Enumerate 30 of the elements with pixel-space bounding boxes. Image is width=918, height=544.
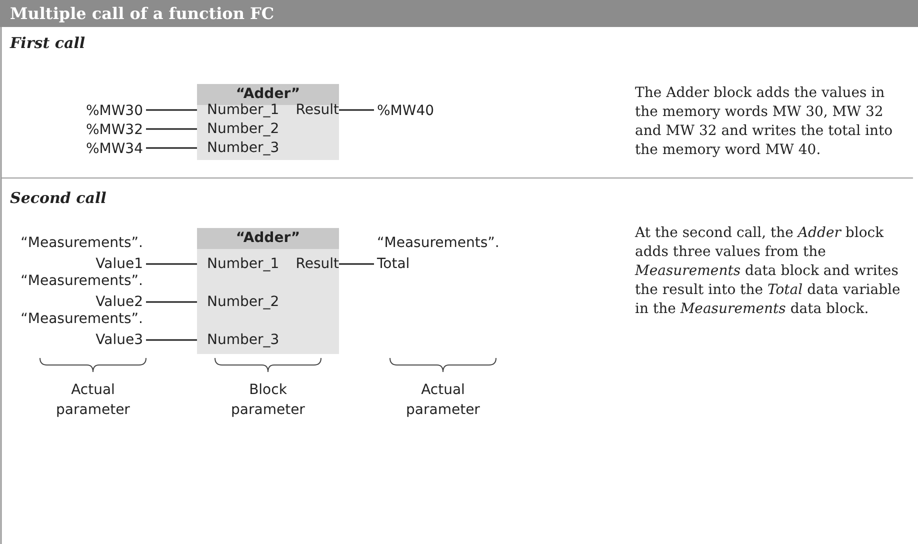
- connector-line: [146, 128, 197, 130]
- function-block: [197, 84, 339, 160]
- connector-line: [339, 109, 374, 111]
- actual-parameter: %MW32: [60, 120, 143, 141]
- connector-line: [146, 301, 197, 303]
- connector-line: [146, 109, 197, 111]
- connector-line: [146, 263, 197, 265]
- function-block: [197, 228, 339, 354]
- actual-parameter: %MW34: [60, 139, 143, 160]
- block-name: “Adder”: [197, 228, 339, 249]
- connector-line: [146, 339, 197, 341]
- connector-line: [146, 147, 197, 149]
- bracket-caption: Actual parameter: [55, 381, 131, 420]
- block-parameter: Number_2: [207, 293, 280, 311]
- section-heading: First call: [10, 34, 86, 53]
- actual-parameter: %MW30: [60, 101, 143, 122]
- block-parameter: Result: [296, 255, 339, 273]
- block-parameter: Number_2: [207, 120, 280, 138]
- bracket-caption: Block parameter: [230, 381, 306, 420]
- actual-parameter: “Measurements”. Total: [377, 233, 517, 275]
- description-text: The Adder block adds the values in the memory words MW 30, MW 32 and MW 32 and writes the total into the memory word MW 40.: [635, 84, 894, 160]
- title-bar: Multiple call of a function FC: [0, 0, 918, 27]
- connector-line: [339, 263, 374, 265]
- block-parameter: Number_3: [207, 139, 280, 157]
- block-parameter: Number_1: [207, 255, 280, 273]
- bracket-caption: Actual parameter: [405, 381, 481, 420]
- block-parameter: Number_3: [207, 331, 280, 349]
- description-text: At the second call, the Adder block adds three values from the Measurements data block and writes the result into the Total data variable in the Measurements data block.: [635, 224, 902, 319]
- actual-parameter: %MW40: [377, 101, 467, 122]
- section-heading: Second call: [10, 189, 106, 208]
